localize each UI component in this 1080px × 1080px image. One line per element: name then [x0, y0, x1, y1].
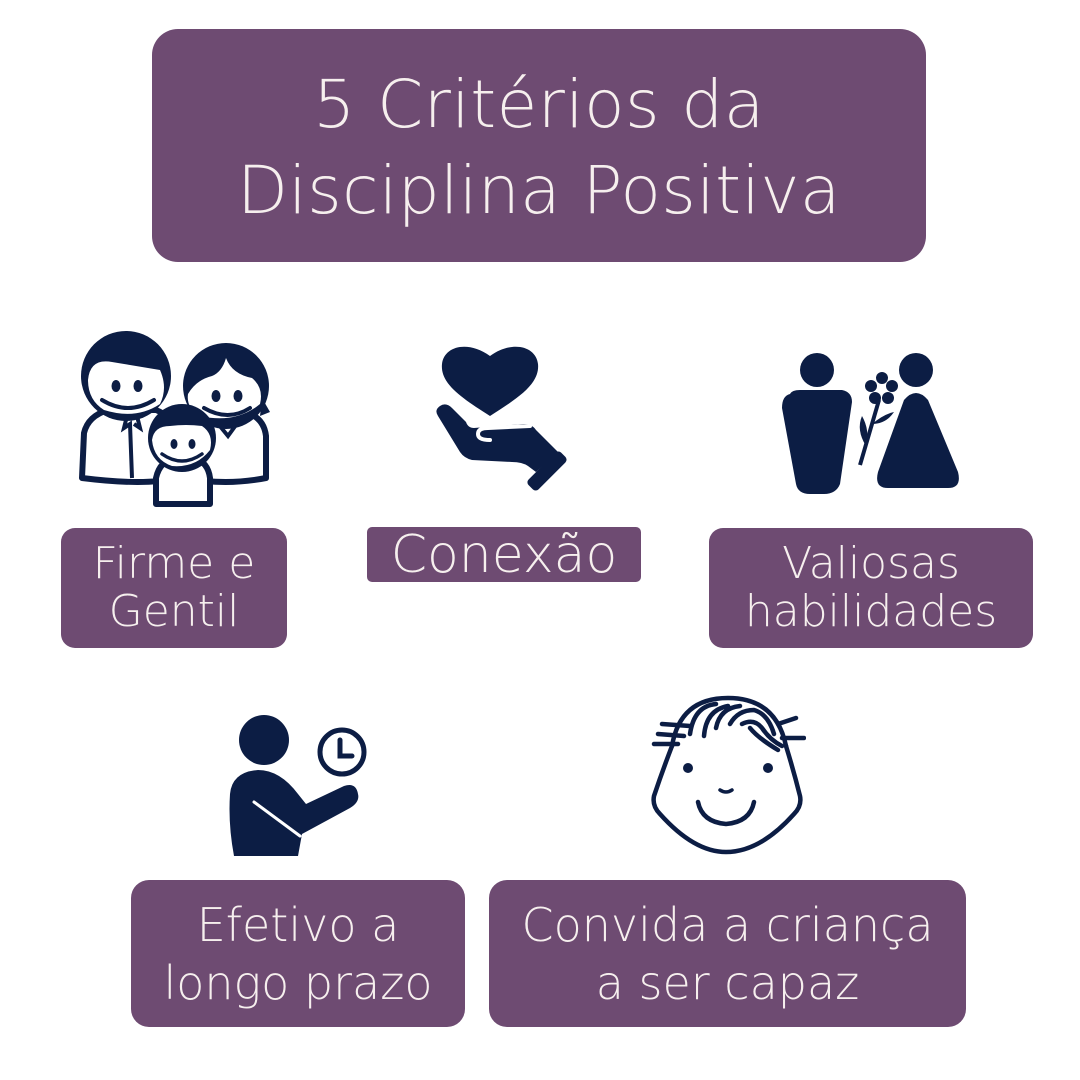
- criterion-text-line: Firme e: [92, 538, 256, 589]
- couple-with-flower-icon: [780, 350, 962, 495]
- criterion-text-line: a ser capaz: [595, 955, 860, 1010]
- criterion-conexao: Conexão: [367, 527, 641, 582]
- child-face-icon: [650, 694, 806, 856]
- criterion-text-line: longo prazo: [163, 955, 433, 1010]
- criterion-firme-e-gentil: Firme e Gentil: [61, 528, 287, 648]
- criterion-text-line: Efetivo a: [196, 897, 400, 952]
- title-line-2: Disciplina Positiva: [237, 151, 841, 229]
- title-line-1: 5 Critérios da: [313, 65, 765, 143]
- heart-in-hand-icon: [432, 340, 576, 496]
- family-icon: [76, 328, 271, 508]
- criterion-efetivo-longo-prazo: Efetivo a longo prazo: [131, 880, 465, 1027]
- criterion-text-line: Convida a criança: [521, 897, 934, 952]
- criterion-convida-crianca: Convida a criança a ser capaz: [489, 880, 966, 1027]
- criterion-text-line: Conexão: [390, 524, 618, 585]
- criterion-text-line: Gentil: [108, 586, 240, 637]
- criterion-text-line: Valiosas: [782, 538, 960, 589]
- page-title: 5 Critérios da Disciplina Positiva: [152, 29, 926, 262]
- criterion-valiosas-habilidades: Valiosas habilidades: [709, 528, 1033, 648]
- criterion-text-line: habilidades: [744, 586, 998, 637]
- person-with-clock-icon: [228, 714, 372, 856]
